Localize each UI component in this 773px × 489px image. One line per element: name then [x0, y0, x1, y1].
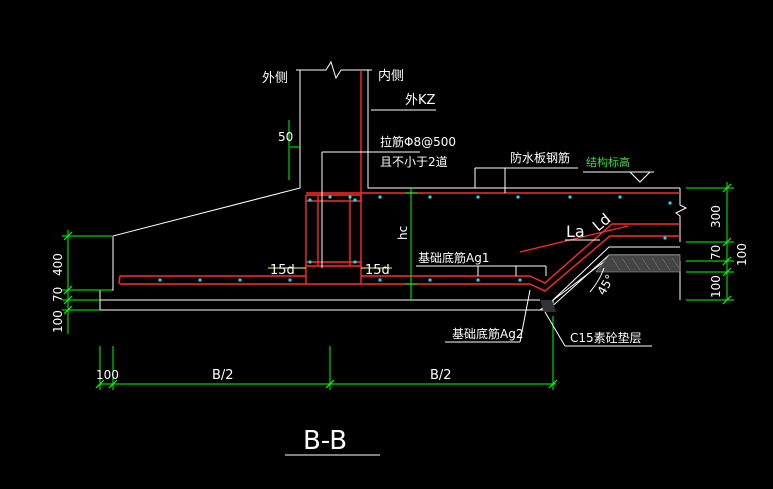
- outer-side-label: 外侧: [262, 71, 288, 86]
- dim-100-bottom-label: 100: [96, 368, 119, 382]
- hc-label: hc: [396, 226, 410, 240]
- base-rebar-2-label: 基础底筋Ag2: [452, 326, 523, 341]
- cushion-hatch: [540, 254, 681, 312]
- dim-100-right-bottom-label: 100: [709, 275, 723, 298]
- structure-elev-label: 结构标高: [586, 155, 630, 169]
- anchor-15d-left-label: 15d: [270, 263, 295, 278]
- text-labels: 外侧 内侧 外KZ 50 拉筋Φ8@500 且不小于2道 防水板钢筋 结构标高 …: [51, 68, 749, 456]
- tie-bar-label-2: 且不小于2道: [380, 155, 448, 169]
- dimension-lines: [62, 120, 734, 390]
- base-rebar-1-label: 基础底筋Ag1: [418, 250, 489, 265]
- cushion-label: C15素砼垫层: [570, 330, 642, 345]
- dim-100-right-top-label: 100: [735, 243, 749, 266]
- dim-70-right-label: 70: [709, 245, 723, 260]
- dim-100-left-label: 100: [51, 310, 65, 333]
- section-title: B-B: [303, 426, 347, 456]
- inner-side-label: 内侧: [378, 68, 404, 84]
- ld-label: Ld: [589, 210, 614, 235]
- dim-70-left-label: 70: [51, 287, 65, 302]
- b-half-1-label: B/2: [212, 368, 234, 383]
- outer-kz-label: 外KZ: [405, 93, 436, 108]
- b-half-2-label: B/2: [430, 368, 452, 383]
- rebar-dots: [158, 195, 672, 282]
- dim-400-label: 400: [51, 253, 65, 276]
- tie-bar-label-1: 拉筋Φ8@500: [380, 134, 456, 149]
- angle-label: 45°: [594, 272, 617, 297]
- concrete-outline: [99, 60, 688, 311]
- la-label: La: [566, 222, 585, 241]
- waterproof-rebar-label: 防水板钢筋: [510, 150, 570, 165]
- anchor-15d-right-label: 15d: [365, 263, 390, 278]
- dim-50-label: 50: [278, 130, 293, 144]
- rebar-lines: [118, 70, 680, 292]
- leader-lines: [268, 109, 654, 456]
- dim-300-label: 300: [709, 205, 723, 228]
